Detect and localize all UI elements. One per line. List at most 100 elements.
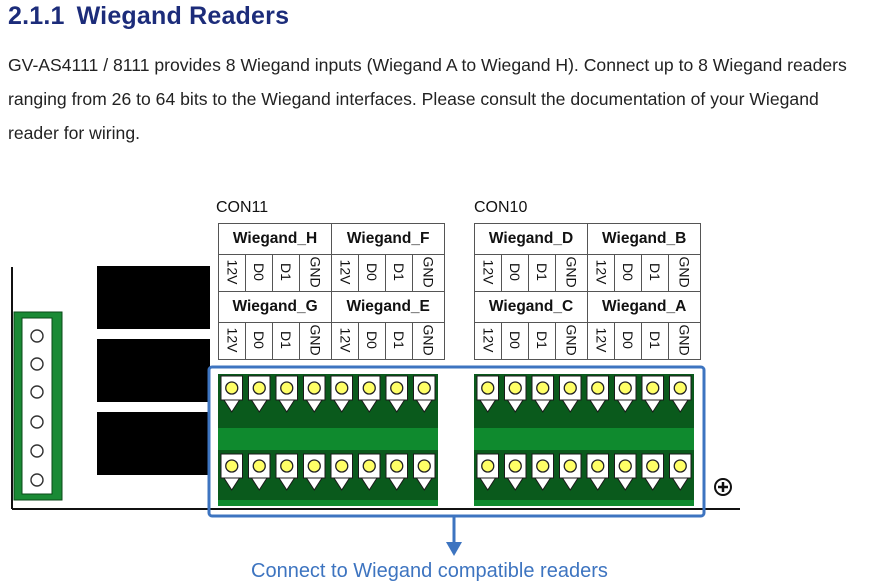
relay-block-3	[97, 412, 210, 475]
pin-label: D0	[507, 263, 523, 281]
pin-cell: D1	[641, 254, 670, 292]
terminal-block-base	[474, 500, 584, 506]
terminal-block-base	[218, 500, 328, 506]
terminal-screw-icon	[335, 381, 349, 395]
section-body-text: GV-AS4111 / 8111 provides 8 Wiegand inpu…	[8, 55, 847, 143]
pin-cell: 12V	[331, 254, 360, 292]
pin-cell: 12V	[587, 322, 616, 360]
pin-cell: GND	[668, 322, 702, 360]
terminal-screw-icon	[252, 459, 266, 473]
terminal-screw-icon	[618, 459, 632, 473]
pin-label: D1	[391, 263, 408, 281]
pin-cell: D1	[272, 322, 300, 360]
pin-cell: 12V	[331, 322, 360, 360]
callout-arrow-head	[446, 542, 462, 556]
pin-label: GND	[420, 324, 437, 356]
pin-cell: D0	[245, 322, 273, 360]
pin-cell: D1	[272, 254, 300, 292]
terminal-screw-icon	[646, 381, 660, 395]
port-label-wiegand-c: Wiegand_C	[473, 291, 589, 323]
pin-label: D0	[620, 263, 637, 281]
pin-label: D1	[534, 263, 550, 281]
con11-pin-table: Wiegand_H Wiegand_F 12V D0 D1 GND 12V D0…	[217, 223, 446, 360]
terminal-clamp-icon	[305, 399, 323, 413]
pin-cell: 12V	[474, 254, 502, 292]
pin-label: D0	[364, 331, 381, 349]
terminal-screw-icon	[417, 459, 431, 473]
pin-cell: D0	[614, 322, 643, 360]
terminal-screw-icon	[673, 381, 687, 395]
terminal-screw-icon	[307, 381, 321, 395]
terminal-clamp-icon	[250, 399, 268, 413]
relay-block-1	[97, 266, 210, 329]
terminal-block-band	[474, 428, 584, 450]
pin-label: GND	[676, 324, 693, 356]
pin-label: GND	[307, 324, 324, 356]
terminal-screw-icon	[335, 459, 349, 473]
pin-cell: D0	[614, 254, 643, 292]
pin-cell: GND	[412, 322, 446, 360]
pin-label: 12V	[479, 327, 496, 353]
terminal-screw-icon	[307, 459, 321, 473]
port-label-wiegand-b: Wiegand_B	[587, 223, 702, 255]
power-terminal-block	[13, 311, 63, 501]
terminal-clamp-icon	[506, 399, 524, 413]
terminal-clamp-icon	[415, 399, 433, 413]
pin-label: D1	[647, 263, 664, 281]
pin-cell: GND	[554, 254, 589, 292]
pin-cell: GND	[298, 322, 333, 360]
pin-label: GND	[563, 324, 580, 356]
port-label-wiegand-d: Wiegand_D	[473, 223, 589, 255]
pin-label: D0	[364, 263, 381, 281]
pin-cell: D1	[641, 322, 670, 360]
terminal-clamp-icon	[360, 477, 378, 491]
terminal-block-base	[328, 500, 438, 506]
terminal-screw-icon	[563, 459, 577, 473]
pin-cell: 12V	[218, 322, 246, 360]
pin-label: GND	[420, 256, 437, 288]
terminal-screw-icon	[390, 381, 404, 395]
pin-cell: GND	[554, 322, 589, 360]
terminal-clamp-icon	[671, 477, 689, 491]
terminal-clamp-icon	[644, 399, 662, 413]
terminal-clamp-icon	[333, 477, 351, 491]
terminal-clamp-icon	[671, 399, 689, 413]
terminal-screw-icon	[536, 381, 550, 395]
pin-cell: D1	[385, 254, 414, 292]
terminal-clamp-icon	[305, 477, 323, 491]
terminal-screw-icon	[252, 381, 266, 395]
terminal-screw-icon	[536, 459, 550, 473]
terminal-screw-icon	[362, 381, 376, 395]
pin-label: 12V	[337, 259, 354, 285]
terminal-screw-icon	[481, 381, 495, 395]
pin-label: 12V	[223, 327, 240, 353]
terminal-clamp-icon	[415, 477, 433, 491]
terminal-clamp-icon	[534, 399, 552, 413]
terminal-clamp-icon	[479, 399, 497, 413]
pin-cell: GND	[412, 254, 446, 292]
terminal-clamp-icon	[589, 477, 607, 491]
terminal-clamp-icon	[589, 399, 607, 413]
terminal-clamp-icon	[388, 399, 406, 413]
port-label-wiegand-a: Wiegand_A	[587, 291, 702, 323]
con10-pin-table: Wiegand_D Wiegand_B 12V D0 D1 GND 12V D0…	[473, 223, 702, 360]
terminal-clamp-icon	[479, 477, 497, 491]
terminal-screw-icon	[563, 381, 577, 395]
terminal-screw-icon	[362, 459, 376, 473]
pin-cell: D0	[358, 322, 387, 360]
section-title: Wiegand Readers	[76, 2, 290, 30]
terminal-clamp-icon	[250, 477, 268, 491]
pin-label: D0	[251, 331, 267, 349]
terminal-screw-icon	[673, 459, 687, 473]
terminal-clamp-icon	[616, 477, 634, 491]
pin-label: 12V	[593, 259, 610, 285]
pin-cell: D0	[501, 322, 529, 360]
pin-label: 12V	[223, 259, 240, 285]
pin-cell: GND	[298, 254, 333, 292]
terminal-clamp-icon	[506, 477, 524, 491]
terminal-clamp-icon	[360, 399, 378, 413]
port-label-wiegand-h: Wiegand_H	[217, 223, 333, 255]
pin-label: 12V	[593, 327, 610, 353]
pin-label: D1	[391, 331, 408, 349]
